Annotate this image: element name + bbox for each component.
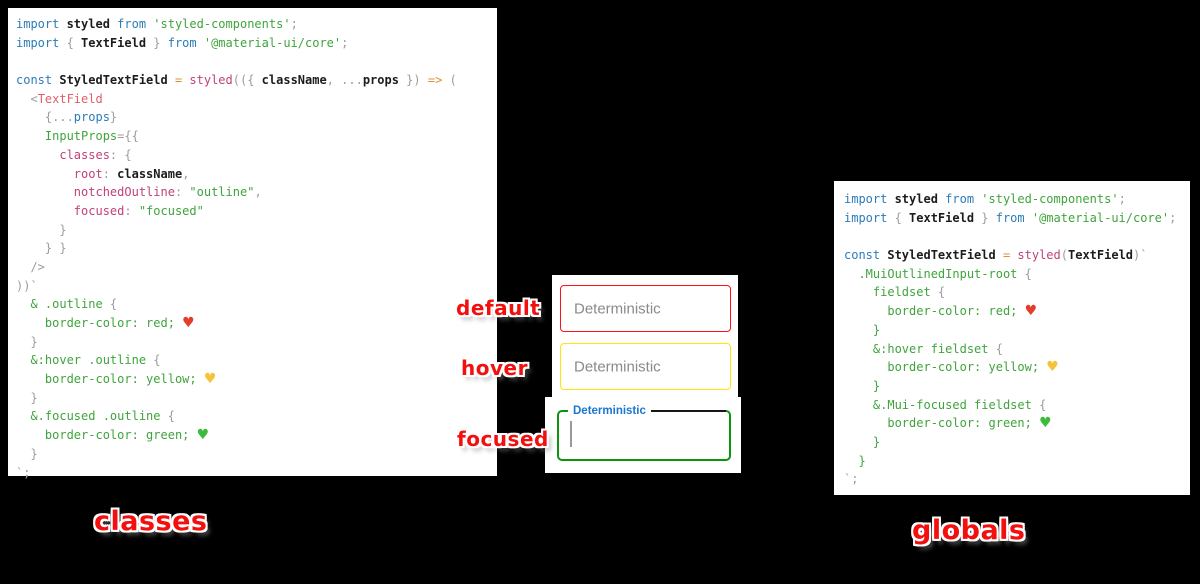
- caption-classes: classes: [94, 506, 208, 537]
- code-line: border-color: red; ♥: [16, 315, 195, 331]
- code-line: &.focused .outline {: [16, 409, 175, 424]
- code-line: &:hover .outline {: [16, 353, 161, 368]
- textfield-focused[interactable]: Deterministic: [557, 405, 731, 461]
- code-line: />: [16, 259, 45, 274]
- code-line: } }: [16, 241, 67, 256]
- code-line: classes: {: [16, 147, 132, 162]
- code-line: `;: [16, 465, 31, 480]
- code-line: }: [16, 390, 38, 405]
- notched-outline-legend: Deterministic: [568, 403, 726, 419]
- code-line: border-color: yellow; ♥: [844, 359, 1059, 376]
- code-line: notchedOutline: "outline",: [16, 185, 262, 200]
- code-line: import styled from 'styled-components';: [844, 192, 1126, 206]
- code-line: import { TextField } from '@material-ui/…: [844, 210, 1177, 225]
- code-line: .MuiOutlinedInput-root {: [844, 266, 1032, 281]
- code-line: const StyledTextField = styled(({ classN…: [16, 73, 457, 88]
- code-line: {...props}: [16, 110, 118, 125]
- globals-code-panel: import styled from 'styled-components'; i…: [834, 181, 1190, 495]
- code-line: }: [844, 434, 881, 449]
- code-line: border-color: green; ♥: [16, 427, 210, 444]
- textfield-placeholder-label: Deterministic: [574, 300, 661, 317]
- state-label-hover: hover: [461, 356, 528, 380]
- code-line: import styled from 'styled-components';: [16, 17, 298, 31]
- code-line: border-color: yellow; ♥: [16, 371, 217, 388]
- code-line: <TextField: [16, 91, 103, 106]
- code-line: fieldset {: [844, 285, 946, 300]
- code-line: ))`: [16, 278, 38, 293]
- code-line: }: [16, 446, 38, 461]
- notch-line: [650, 410, 726, 412]
- code-line: border-color: red; ♥: [844, 303, 1038, 320]
- code-line: `;: [844, 472, 859, 487]
- code-line: focused: "focused": [16, 203, 204, 218]
- classes-code-panel: import styled from 'styled-components'; i…: [8, 8, 497, 480]
- textfield-placeholder-label: Deterministic: [574, 358, 661, 375]
- code-line: InputProps={{: [16, 129, 139, 144]
- code-line: &.Mui-focused fieldset {: [844, 397, 1047, 412]
- text-cursor: [570, 421, 572, 447]
- state-label-default: default: [456, 296, 541, 320]
- code-line: }: [844, 322, 881, 337]
- textfield-floating-label: Deterministic: [568, 405, 651, 417]
- caption-globals: globals: [912, 515, 1026, 546]
- code-line: & .outline {: [16, 297, 118, 312]
- code-line: &:hover fieldset {: [844, 341, 1003, 356]
- code-line: border-color: green; ♥: [844, 415, 1052, 432]
- code-line: root: className,: [16, 166, 190, 181]
- code-line: }: [16, 334, 38, 349]
- code-line: }: [844, 453, 866, 468]
- code-line: }: [844, 378, 881, 393]
- code-line: }: [16, 222, 67, 237]
- textfield-default[interactable]: Deterministic: [560, 285, 731, 332]
- code-line: [844, 227, 1190, 246]
- state-label-focused: focused: [457, 427, 549, 451]
- code-line: import { TextField } from '@material-ui/…: [16, 35, 349, 50]
- code-line: const StyledTextField = styled(TextField…: [844, 248, 1148, 263]
- textfield-hover[interactable]: Deterministic: [560, 343, 731, 390]
- code-line: [16, 52, 497, 71]
